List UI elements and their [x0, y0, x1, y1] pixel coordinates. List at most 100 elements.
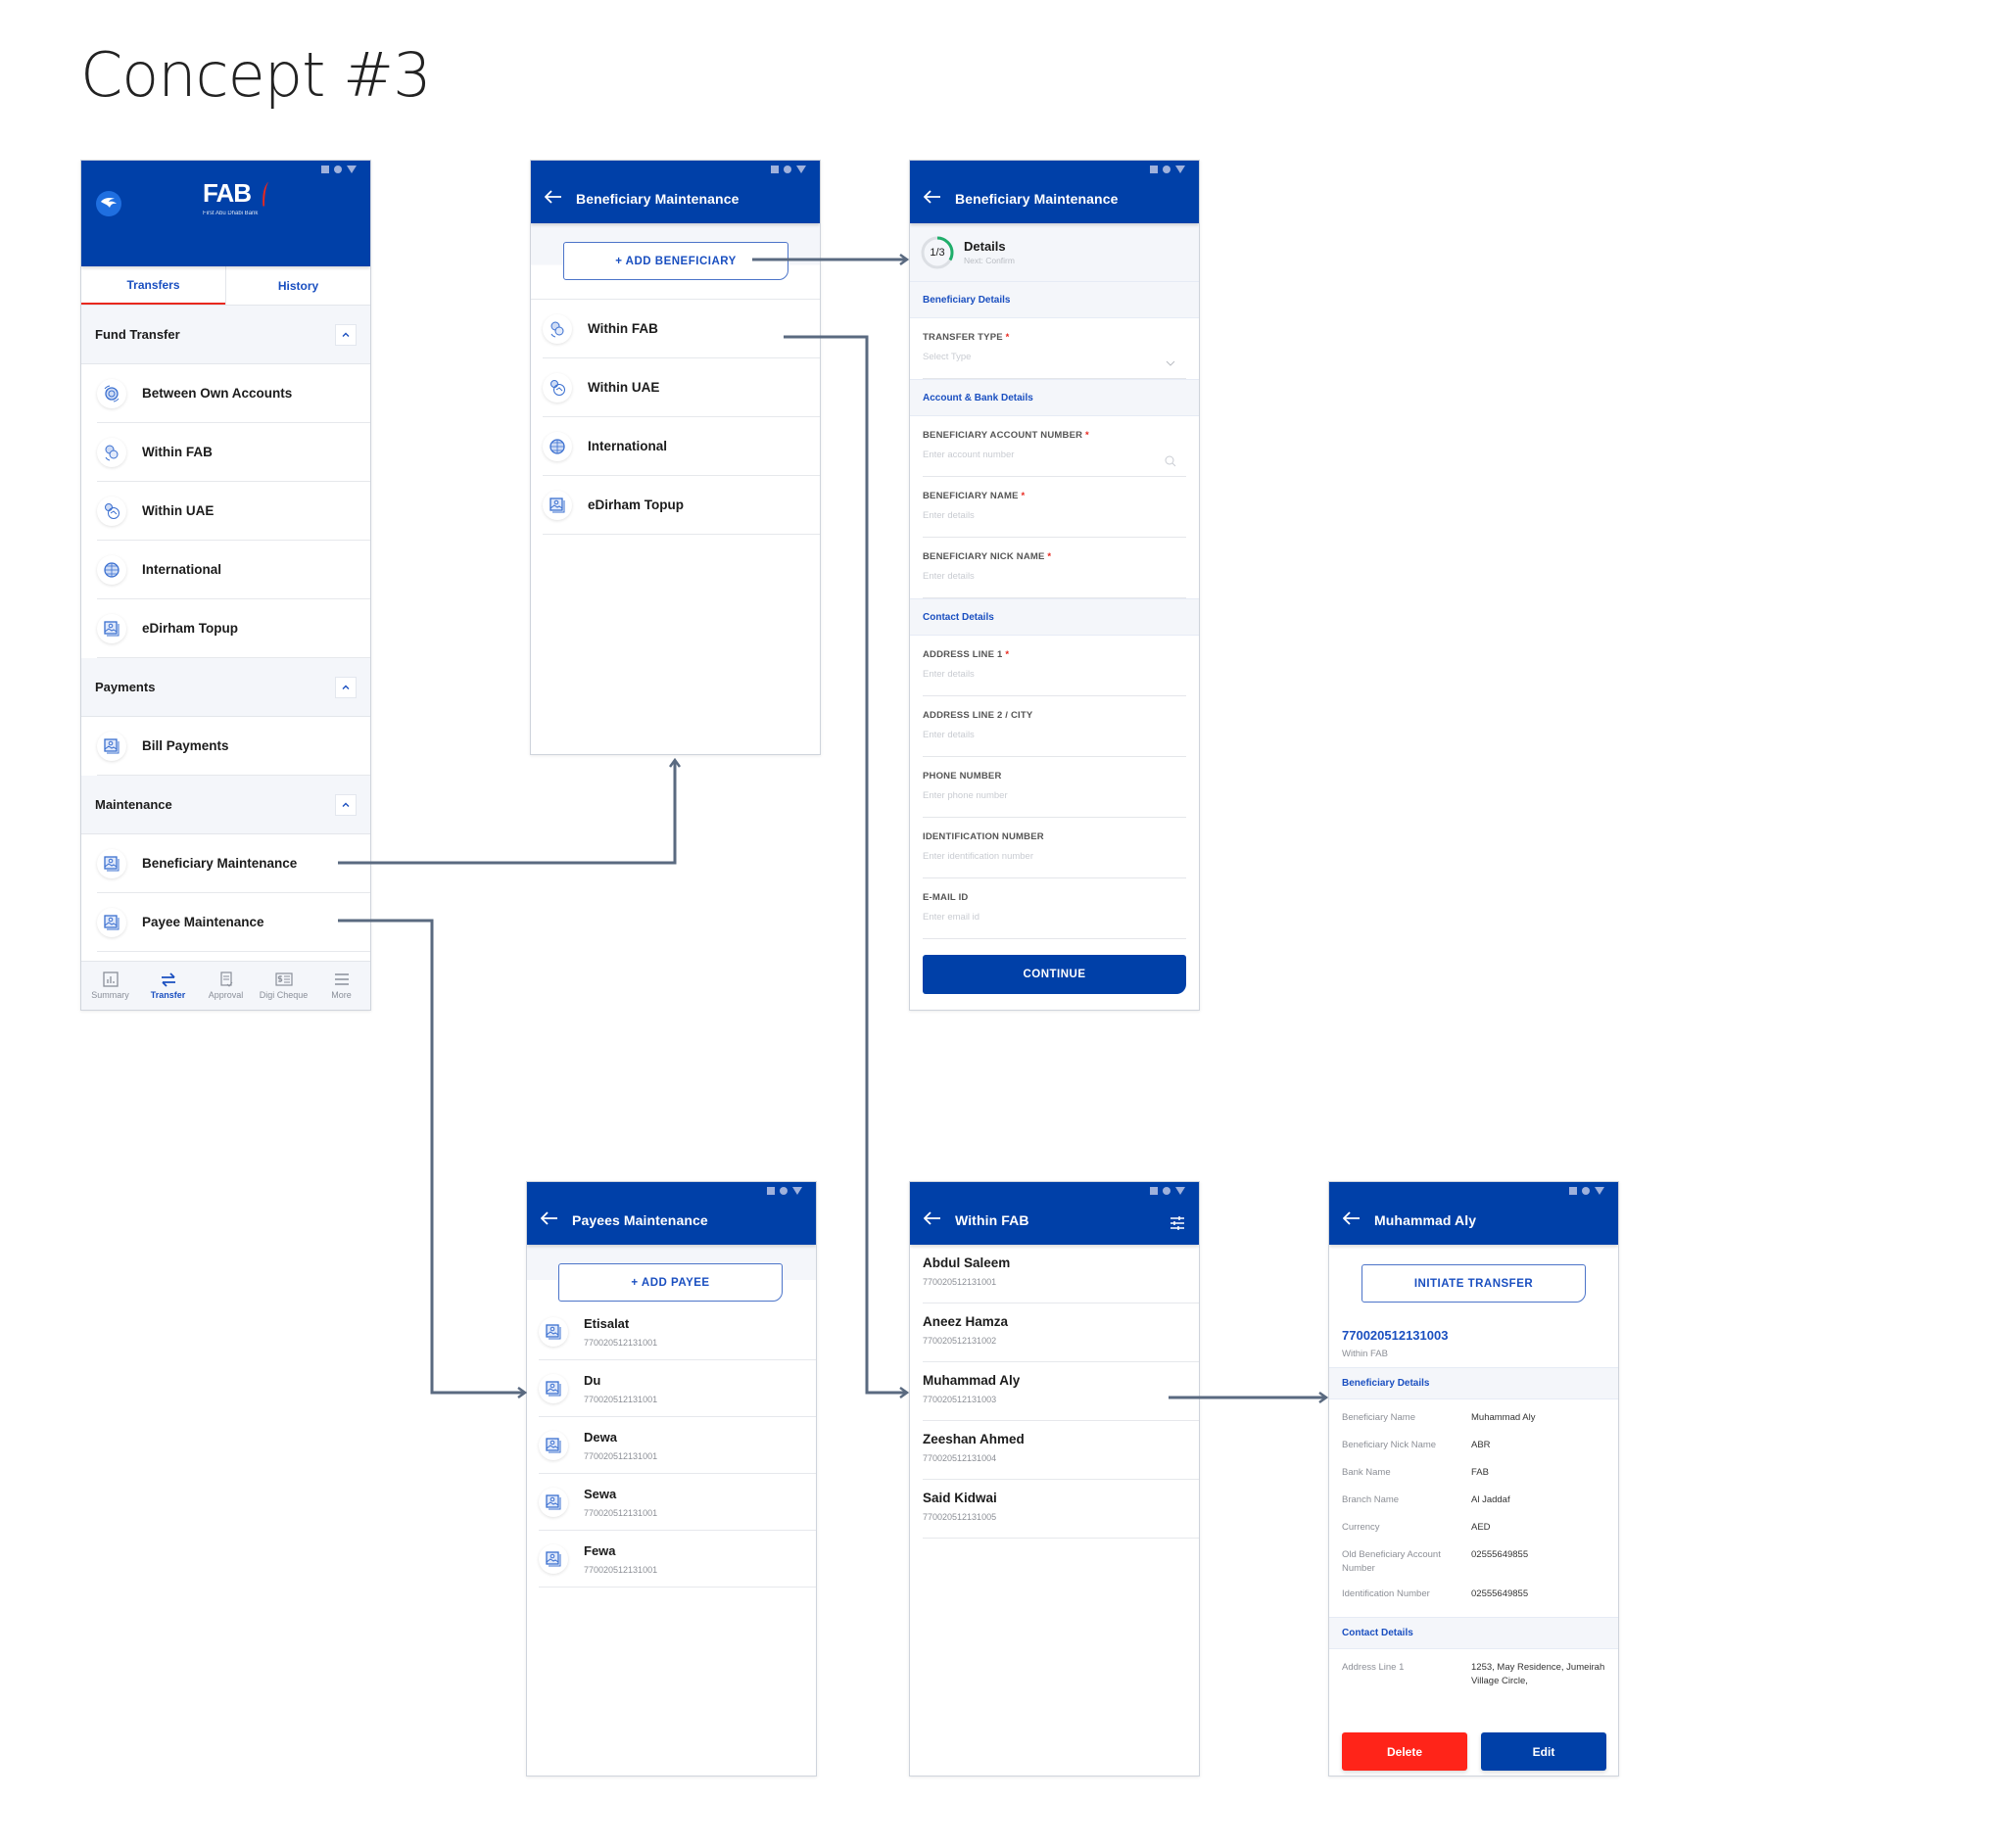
logo-text: FAB — [203, 178, 252, 208]
form-field[interactable]: E-MAIL ID Enter email id — [923, 878, 1186, 939]
form-field[interactable]: IDENTIFICATION NUMBER Enter identificatio… — [923, 818, 1186, 878]
beneficiary-type-item[interactable]: Within UAE — [543, 358, 820, 417]
nav-label: Approval — [208, 990, 244, 1000]
beneficiary-type-item[interactable]: eDirham Topup — [543, 476, 820, 535]
menu-item[interactable]: Payee Maintenance — [97, 893, 370, 952]
field-label: IDENTIFICATION NUMBER — [923, 831, 1044, 842]
chevron-up-icon[interactable] — [335, 676, 357, 698]
nav-transfer[interactable]: Transfer — [139, 962, 197, 1010]
header-title: Beneficiary Maintenance — [955, 191, 1119, 207]
menu-item[interactable]: Bill Payments — [97, 717, 370, 776]
add-payee-button[interactable]: + ADD PAYEE — [558, 1263, 783, 1302]
menu-item[interactable]: Beneficiary Maintenance — [97, 834, 370, 893]
field-label: ADDRESS LINE 2 / CITY — [923, 710, 1033, 721]
initiate-transfer-button[interactable]: INITIATE TRANSFER — [1361, 1264, 1586, 1303]
header-title: Payees Maintenance — [572, 1212, 708, 1228]
add-beneficiary-button[interactable]: + ADD BENEFICIARY — [563, 242, 788, 280]
field-input[interactable]: Enter details — [923, 669, 975, 680]
chevron-up-icon[interactable] — [335, 793, 357, 816]
app-header: Within FAB — [910, 1182, 1199, 1245]
section-header[interactable]: Payments — [81, 658, 370, 717]
menu-item[interactable]: Within FAB — [97, 423, 370, 482]
field-input[interactable]: Enter details — [923, 510, 975, 521]
menu-item[interactable]: eDirham Topup — [97, 599, 370, 658]
beneficiary-number: 770020512131005 — [923, 1512, 997, 1522]
app-header: Muhammad Aly — [1329, 1182, 1618, 1245]
menu-icon — [333, 971, 351, 987]
menu-item[interactable]: International — [97, 541, 370, 599]
payee-name: Etisalat — [584, 1315, 630, 1331]
form-field[interactable]: ADDRESS LINE 1 *Enter details — [923, 636, 1186, 696]
back-arrow-icon[interactable] — [541, 1211, 558, 1225]
chevron-down-icon[interactable] — [1165, 356, 1176, 368]
step-next: Next: Confirm — [964, 256, 1015, 265]
section-header[interactable]: Fund Transfer — [81, 306, 370, 364]
field-input[interactable]: Enter email id — [923, 912, 980, 923]
connector-beneficiary-to-list — [338, 760, 675, 865]
section-header[interactable]: Maintenance — [81, 776, 370, 834]
back-arrow-icon[interactable] — [545, 190, 562, 204]
field-input[interactable]: Enter account number — [923, 450, 1015, 460]
payee-number: 770020512131001 — [584, 1507, 658, 1518]
edit-button[interactable]: Edit — [1481, 1732, 1606, 1771]
add-beneficiary-form-screen: Beneficiary Maintenance 1/3 Details Next… — [909, 160, 1200, 1011]
form-field[interactable]: ADDRESS LINE 2 / CITY Enter details — [923, 696, 1186, 757]
form-field[interactable]: BENEFICIARY NAME *Enter details — [923, 477, 1186, 538]
field-label: E-MAIL ID — [923, 892, 969, 903]
back-arrow-icon[interactable] — [1343, 1211, 1361, 1225]
tab-transfers[interactable]: Transfers — [81, 266, 225, 305]
nav-summary[interactable]: Summary — [81, 962, 139, 1010]
beneficiary-type-item[interactable]: International — [543, 417, 820, 476]
menu-item-label: Bill Payments — [142, 738, 229, 753]
page-title: Concept #3 — [80, 39, 432, 111]
back-arrow-icon[interactable] — [924, 1211, 941, 1225]
field-input[interactable]: Enter phone number — [923, 790, 1008, 801]
beneficiary-type-item[interactable]: Within FAB — [543, 300, 820, 358]
menu-item[interactable]: Within UAE — [97, 482, 370, 541]
nav-digi-cheque[interactable]: Digi Cheque — [255, 962, 312, 1010]
field-input[interactable]: Enter details — [923, 730, 975, 740]
menu-item[interactable]: Between Own Accounts — [97, 364, 370, 423]
menu-item-label: Within FAB — [142, 445, 213, 459]
menu-item-label: eDirham Topup — [142, 621, 239, 636]
chevron-up-icon[interactable] — [335, 323, 357, 346]
field-label: BENEFICIARY NICK NAME * — [923, 551, 1052, 562]
back-arrow-icon[interactable] — [924, 190, 941, 204]
form-field[interactable]: TRANSFER TYPE *Select Type — [923, 318, 1186, 379]
detail-value: 1253, May Residence, Jumeirah Village Ci… — [1471, 1662, 1605, 1686]
location-map-icon — [543, 372, 572, 403]
tab-history[interactable]: History — [225, 266, 370, 305]
delete-button[interactable]: Delete — [1342, 1732, 1467, 1771]
continue-button[interactable]: CONTINUE — [923, 955, 1186, 994]
field-input[interactable]: Enter details — [923, 571, 975, 582]
form-field[interactable]: BENEFICIARY ACCOUNT NUMBER *Enter accoun… — [923, 416, 1186, 477]
field-input[interactable]: Select Type — [923, 352, 972, 362]
step-progress-ring — [921, 236, 954, 268]
search-icon[interactable] — [1165, 454, 1176, 467]
nav-more[interactable]: More — [312, 962, 370, 1010]
form-field[interactable]: BENEFICIARY NICK NAME * Enter details — [923, 538, 1186, 598]
field-input[interactable]: Enter identification number — [923, 851, 1034, 862]
payee-name: Dewa — [584, 1429, 617, 1445]
step-title: Details — [964, 239, 1006, 254]
item-label: eDirham Topup — [588, 498, 685, 512]
nav-approval[interactable]: Approval — [197, 962, 255, 1010]
filter-sliders-icon[interactable] — [1170, 1216, 1185, 1230]
image-card-icon — [539, 1487, 568, 1517]
